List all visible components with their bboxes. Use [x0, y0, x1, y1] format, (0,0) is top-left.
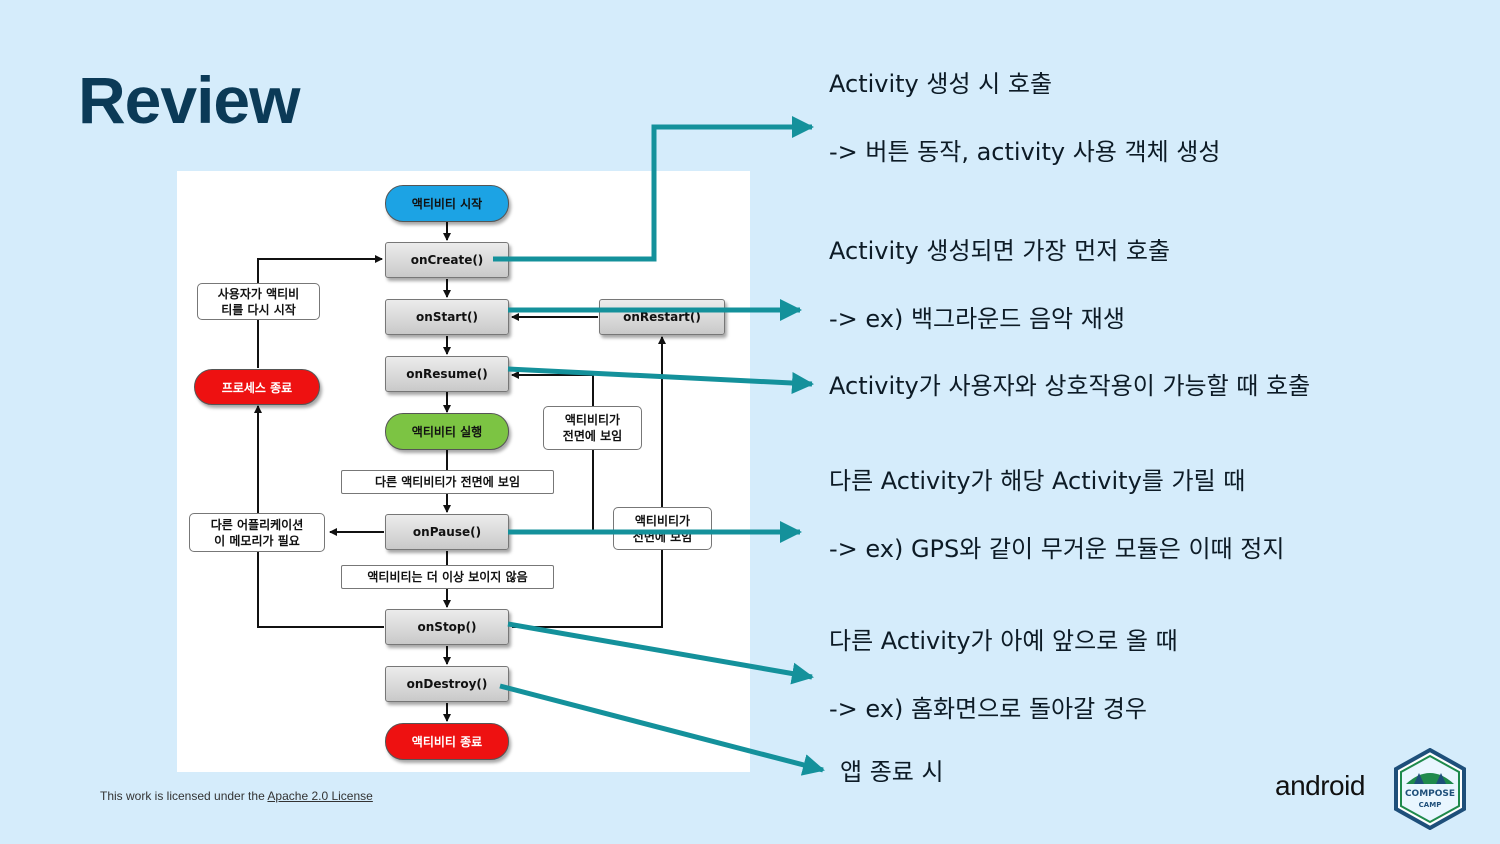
onstop-description: 다른 Activity가 아예 앞으로 올 때	[829, 627, 1178, 655]
onstop-node: onStop()	[385, 609, 509, 645]
onstop-callout-arrow	[507, 621, 814, 685]
ondestroy-node: onDestroy()	[385, 666, 509, 702]
android-logo: android	[1275, 770, 1365, 801]
app-memory-note-line2: 이 메모리가 필요	[214, 533, 300, 548]
onpause-description: 다른 Activity가 해당 Activity를 가릴 때	[829, 467, 1246, 495]
activity-front-note-b-line1: 액티비티가	[634, 513, 691, 528]
process-killed-node: 프로세스 종료	[194, 369, 320, 405]
onstart-example: -> ex) 백그라운드 음악 재생	[829, 305, 1125, 333]
activity-front-note-a-line1: 액티비티가	[564, 413, 621, 427]
no-longer-visible-note: 액티비티는 더 이상 보이지 않음	[341, 565, 554, 589]
onresume-description: Activity가 사용자와 상호작용이 가능할 때 호출	[829, 372, 1311, 400]
ondestroy-description: 앱 종료 시	[840, 758, 944, 786]
user-restart-note-line2: 티를 다시 시작	[221, 302, 296, 317]
badge-text-line2: CAMP	[1419, 801, 1442, 809]
license-prefix: This work is licensed under the	[100, 789, 265, 803]
oncreate-description: Activity 생성 시 호출	[829, 70, 1053, 98]
onstop-example: -> ex) 홈화면으로 돌아갈 경우	[829, 695, 1147, 723]
app-memory-note-line1: 다른 어플리케이션	[210, 517, 304, 532]
slide-title: Review	[78, 63, 300, 137]
oncreate-example: -> 버튼 동작, activity 사용 객체 생성	[829, 138, 1221, 166]
activity-end-node: 액티비티 종료	[385, 723, 509, 760]
activity-running-node: 액티비티 실행	[385, 413, 509, 450]
onresume-node: onResume()	[385, 356, 509, 392]
badge-text-line1: COMPOSE	[1405, 789, 1455, 799]
oncreate-callout-arrow	[493, 116, 814, 262]
activity-front-note-a-line2: 전면에 보임	[562, 429, 623, 443]
ondestroy-callout-arrow	[499, 683, 825, 776]
license-notice: This work is licensed under the Apache 2…	[100, 789, 373, 803]
onrestart-node: onRestart()	[599, 299, 725, 335]
onstart-description: Activity 생성되면 가장 먼저 호출	[829, 237, 1171, 265]
onresume-callout-arrow	[507, 366, 814, 395]
oncreate-node: onCreate()	[385, 242, 509, 278]
compose-camp-badge-icon: COMPOSE CAMP	[1394, 748, 1466, 830]
onpause-node: onPause()	[385, 514, 509, 550]
license-link[interactable]: Apache 2.0 License	[267, 789, 373, 803]
activity-start-node: 액티비티 시작	[385, 185, 509, 222]
other-activity-front-note: 다른 액티비티가 전면에 보임	[341, 470, 554, 494]
onstart-node: onStart()	[385, 299, 509, 335]
onpause-example: -> ex) GPS와 같이 무거운 모듈은 이때 정지	[829, 535, 1285, 563]
user-restart-note-line1: 사용자가 액티비	[217, 286, 300, 301]
